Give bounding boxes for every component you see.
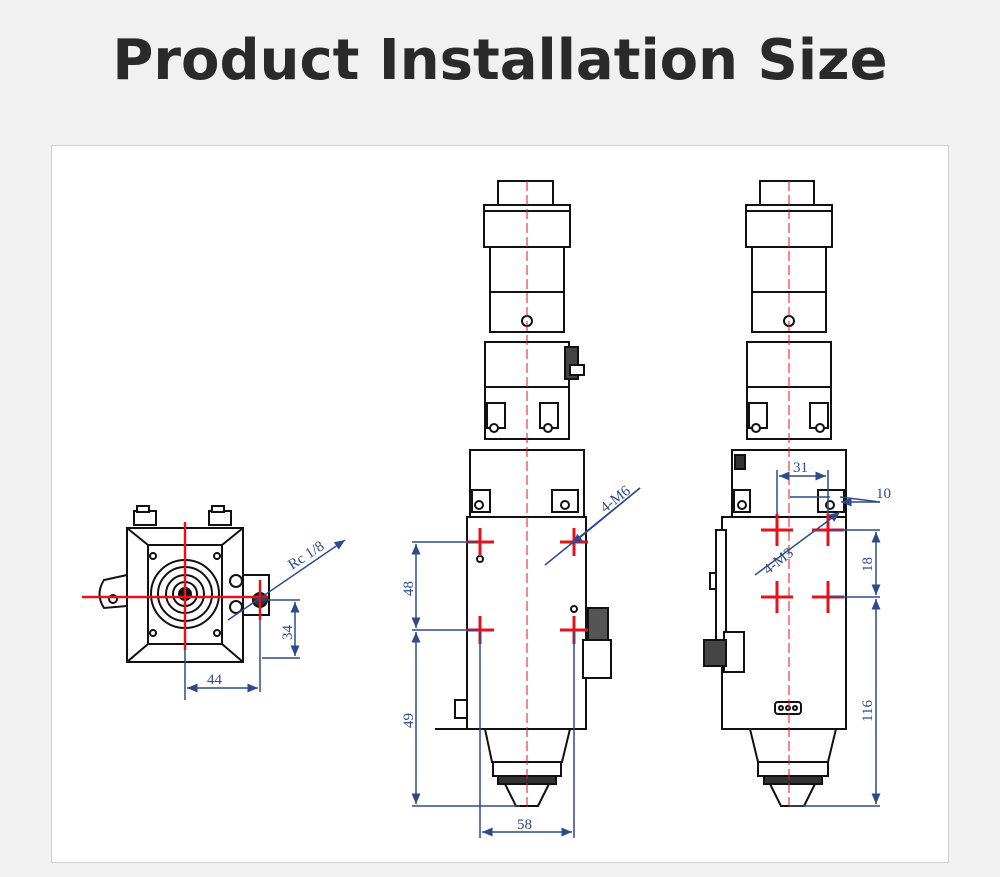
dim-48: 48 xyxy=(401,581,417,596)
page-title: Product Installation Size xyxy=(112,28,888,93)
side-view-dimensions xyxy=(754,470,881,807)
dim-116: 116 xyxy=(860,700,876,722)
dim-34: 34 xyxy=(280,625,296,641)
hole-label-m6: 4-M6 xyxy=(598,483,635,516)
front-view-dimensions xyxy=(411,487,641,838)
side-view xyxy=(703,180,847,807)
top-view-dimensions xyxy=(184,539,346,700)
dim-58: 58 xyxy=(517,817,532,833)
top-view-centerlines xyxy=(82,522,268,650)
dim-31: 31 xyxy=(793,460,808,476)
dim-49: 49 xyxy=(401,713,417,728)
dim-10: 10 xyxy=(876,486,891,502)
thread-label: Rc 1/8 xyxy=(285,538,327,573)
dim-44: 44 xyxy=(207,672,223,688)
front-view xyxy=(435,180,612,807)
dim-18: 18 xyxy=(860,557,876,572)
